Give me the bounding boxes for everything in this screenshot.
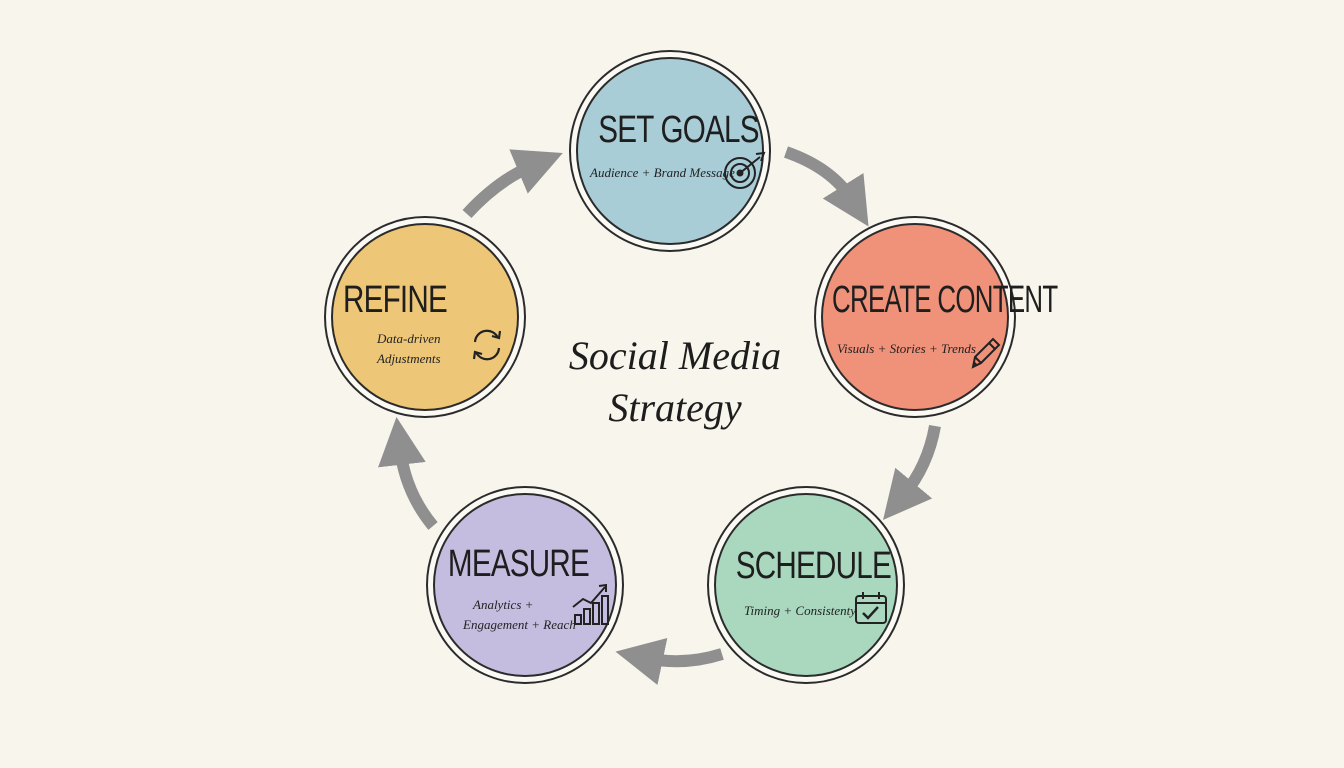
node-refine: REFINE Data-driven Adjustments [324,216,526,418]
node-schedule: SCHEDULE Timing + Consistenty [707,486,905,684]
node-measure-subtitle-line2: Engagement + Reach [463,617,576,632]
arrow-measure-to-refine [378,417,438,530]
calendar-check-icon [855,592,887,624]
node-refine-subtitle-line2: Adjustments [377,351,441,366]
node-set-goals-title: SET GOALS [598,109,759,151]
node-measure: MEASURE Analytics + Engagement + Reach [426,486,624,684]
arrow-content-to-schedule [883,424,941,520]
arrow-goals-to-content [783,146,869,227]
node-schedule-title: SCHEDULE [735,545,892,587]
node-create-content-fill: CREATE CONTENT Visuals + Stories + Trend… [821,223,1058,411]
node-set-goals-subtitle: Audience + Brand Message [590,165,735,180]
node-schedule-fill: SCHEDULE Timing + Consistenty [714,493,898,677]
node-create-content-subtitle: Visuals + Stories + Trends [837,341,976,356]
node-create-content: CREATE CONTENT Visuals + Stories + Trend… [814,216,1058,418]
target-icon [724,151,766,189]
node-measure-fill: MEASURE Analytics + Engagement + Reach [433,493,617,677]
node-measure-title: MEASURE [447,543,590,585]
node-refine-fill: REFINE Data-driven Adjustments [331,223,519,411]
node-set-goals: SET GOALS Audience + Brand Message [569,50,771,252]
node-measure-subtitle-line1: Analytics + [473,597,534,612]
pencil-icon [971,337,1001,369]
arrow-refine-to-goals [462,149,563,219]
arrow-schedule-to-measure [615,637,724,685]
node-schedule-subtitle: Timing + Consistenty [744,603,857,618]
node-refine-subtitle-line1: Data-driven [377,331,441,346]
node-refine-title: REFINE [342,279,448,321]
node-create-content-title: CREATE CONTENT [832,279,1058,321]
growth-chart-icon [572,583,609,625]
refresh-cycle-icon [472,329,502,361]
node-set-goals-fill: SET GOALS Audience + Brand Message [576,57,766,245]
